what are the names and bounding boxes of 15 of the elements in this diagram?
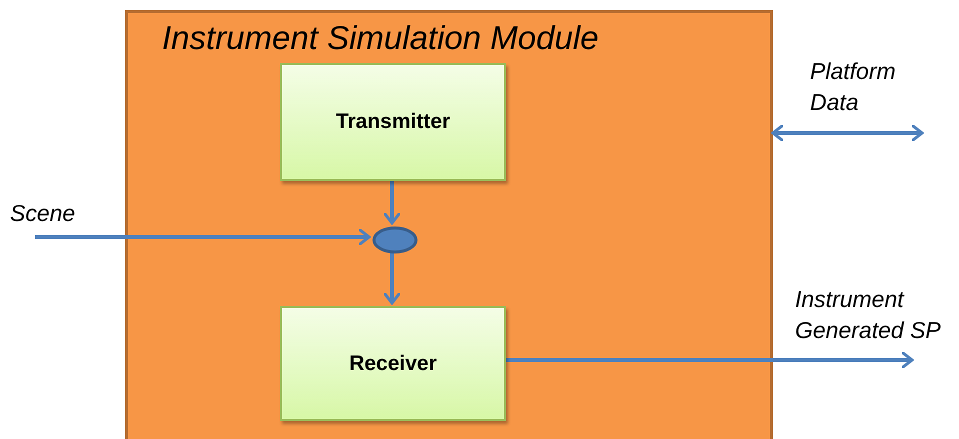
arrow: [35, 228, 370, 246]
process-box: [280, 63, 506, 181]
arrow: [384, 178, 400, 224]
box-label: Receiver: [349, 350, 437, 377]
module-box: [125, 10, 773, 439]
box-label: Transmitter: [336, 109, 450, 136]
arrow: [772, 124, 924, 142]
edge-label: Platform Data: [810, 57, 897, 117]
edge-label: Instrument Generated SP: [795, 285, 942, 345]
module-title: Instrument Simulation Module: [162, 18, 599, 58]
process-box: [280, 306, 506, 421]
arrow: [384, 251, 400, 304]
junction-ellipse: [372, 226, 418, 254]
edge-label: Scene: [10, 199, 76, 228]
arrow: [503, 352, 914, 368]
